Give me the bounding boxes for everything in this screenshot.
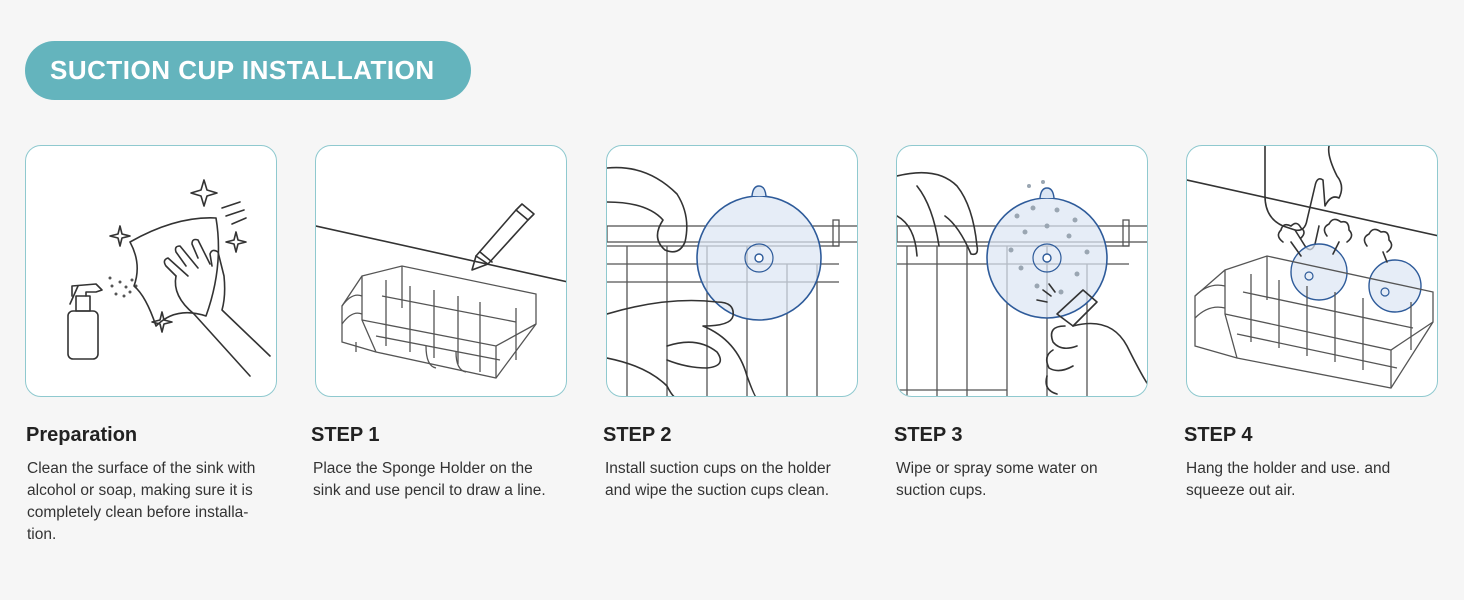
step-description-4: Hang the holder and use. and squeeze out… bbox=[1186, 460, 1391, 499]
step-3-illustration bbox=[896, 145, 1148, 397]
step-description-2: Install suction cups on the holder and w… bbox=[605, 460, 831, 499]
step-title-4: STEP 4 bbox=[1184, 424, 1253, 446]
preparation-illustration bbox=[25, 145, 277, 397]
step-2-illustration bbox=[606, 145, 858, 397]
step-title-preparation: Preparation bbox=[26, 424, 138, 446]
pencil-and-basket-icon bbox=[316, 203, 566, 379]
step-title-3: STEP 3 bbox=[894, 424, 963, 446]
step-title-1: STEP 1 bbox=[311, 424, 380, 446]
step-1-illustration bbox=[315, 145, 567, 397]
press-holder-icon bbox=[1187, 146, 1437, 389]
step-description-3: Wipe or spray some water on suction cups… bbox=[896, 460, 1098, 499]
banner-title: SUCTION CUP INSTALLATION bbox=[50, 55, 435, 85]
step-description-preparation: Clean the surface of the sink with alcoh… bbox=[27, 460, 256, 543]
step-description-1: Place the Sponge Holder on the sink and … bbox=[313, 460, 546, 499]
page-banner: SUCTION CUP INSTALLATION bbox=[25, 41, 471, 100]
spray-and-wipe-icon bbox=[67, 179, 271, 377]
step-4-illustration bbox=[1186, 145, 1438, 397]
spray-suction-cup-icon bbox=[897, 171, 1147, 396]
step-title-2: STEP 2 bbox=[603, 424, 672, 446]
wipe-suction-cup-icon bbox=[607, 166, 857, 396]
